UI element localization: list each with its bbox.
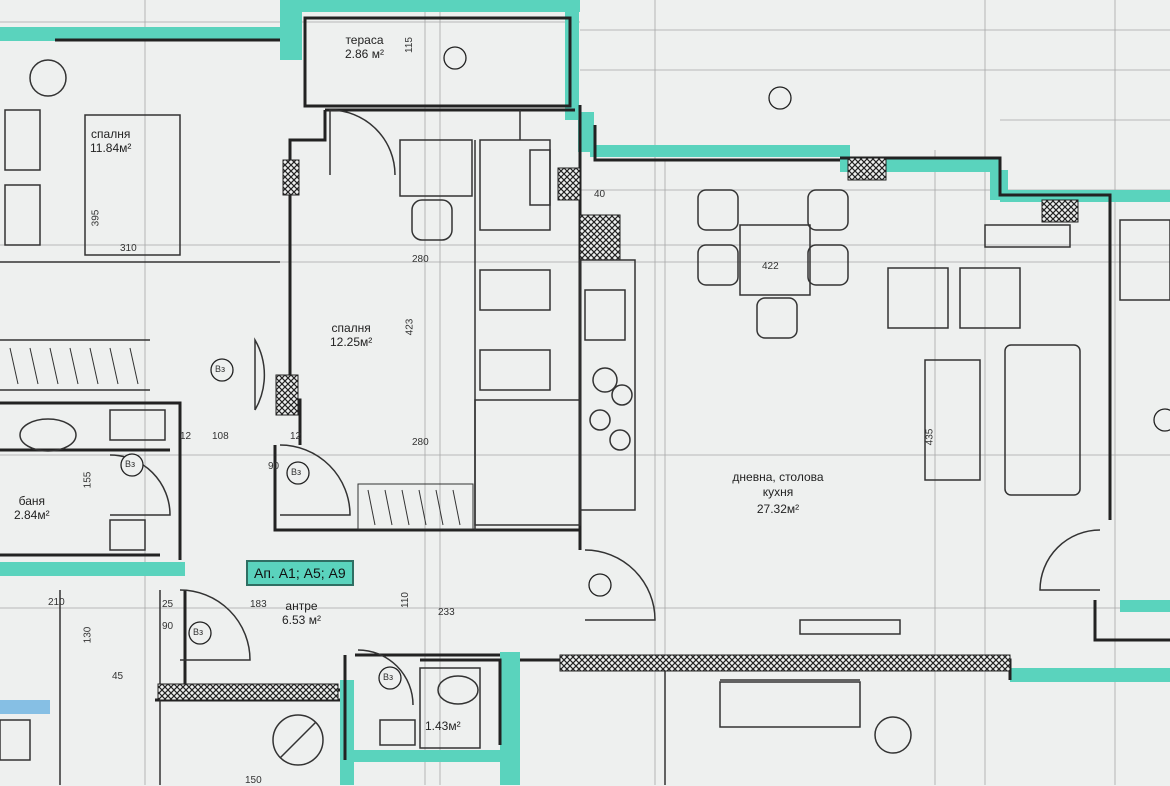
room-name: дневна, столова кухня [732, 470, 824, 499]
dimension-label: 435 [924, 428, 936, 446]
dimension-label: 233 [438, 607, 455, 618]
room-living: дневна, столова кухня 27.32м² [728, 470, 828, 517]
dimension-label: 12 [290, 431, 302, 442]
door-tag-label: Вз [383, 672, 394, 682]
dimension-label: 45 [112, 671, 124, 682]
room-name: баня [18, 494, 45, 508]
interior-walls [0, 110, 860, 785]
dimension-label: 40 [594, 189, 606, 200]
dimension-label: 12 [180, 431, 192, 442]
room-area: 2.86 м² [345, 47, 384, 61]
dimension-label: 310 [120, 243, 137, 254]
room-bedroom-left: спалня 11.84м² [90, 128, 131, 154]
dimension-label: 130 [82, 626, 94, 644]
dimension-label: 280 [412, 254, 429, 265]
door-tags [120, 46, 1170, 690]
dimension-label: 210 [48, 597, 65, 608]
room-area: 12.25м² [330, 335, 373, 349]
room-area: 2.84м² [14, 508, 50, 522]
room-terrace: тераса 2.86 м² [345, 34, 384, 60]
dimension-label: 90 [268, 461, 280, 472]
dimension-label: 422 [762, 261, 779, 272]
room-area: 1.43м² [425, 719, 461, 733]
dimension-label: 423 [404, 318, 416, 336]
door-tag-label: Вз [193, 627, 204, 637]
dimension-label: 90 [162, 621, 174, 632]
dimension-label: 155 [82, 471, 94, 489]
room-area: 27.32м² [756, 502, 800, 516]
room-entry: антре 6.53 м² [282, 600, 321, 626]
room-name: тераса [345, 33, 384, 47]
dimension-label: 115 [403, 37, 415, 53]
room-bath: баня 2.84м² [14, 495, 50, 521]
room-bedroom-mid: спалня 12.25м² [330, 322, 372, 348]
room-name: антре [285, 599, 318, 613]
hatched-walls [157, 157, 1079, 701]
furniture [0, 59, 1170, 766]
unit-label: Ап. А1; А5; А9 [246, 560, 354, 586]
blue-marker [0, 700, 50, 714]
door-swings [109, 109, 1101, 706]
room-name: спалня [331, 321, 371, 335]
door-tag-label: Вз [125, 459, 136, 469]
door-tag-label: Вз [215, 364, 226, 374]
room-name: спалня [91, 127, 131, 141]
dimension-label: 395 [90, 209, 102, 227]
room-area: 6.53 м² [282, 613, 321, 627]
dimension-label: 25 [162, 599, 174, 610]
dimension-label: 183 [250, 599, 267, 610]
dimension-label: 150 [245, 775, 262, 786]
dimension-label: 110 [399, 592, 411, 608]
room-wc: 1.43м² [425, 718, 461, 732]
dimension-label: 108 [212, 431, 229, 442]
dimension-label: 280 [412, 437, 429, 448]
door-tag-label: Вз [291, 467, 302, 477]
room-area: 11.84м² [90, 141, 132, 155]
